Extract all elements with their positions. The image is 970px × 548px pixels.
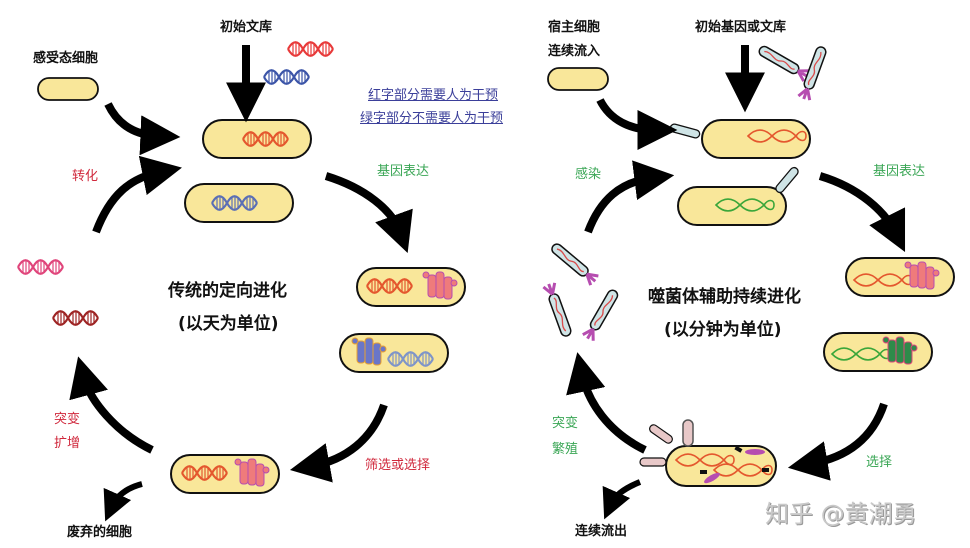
label-gene-expression-right: 基因表达: [873, 164, 926, 179]
phage-icon: [580, 286, 622, 344]
phage-icon: [547, 239, 601, 288]
label-discarded-cells: 废弃的细胞: [67, 525, 133, 540]
phage-attached-icon: [775, 166, 799, 194]
host-cell: [547, 67, 609, 91]
expressing-cell-red: [845, 257, 955, 297]
competent-cell: [37, 77, 99, 101]
phage-icon: [755, 42, 813, 84]
budding-phage-icon: [639, 457, 667, 467]
left-panel-subtitle: (以天为单位): [178, 314, 279, 334]
label-screening: 筛选或选择: [365, 458, 431, 473]
label-transformation: 转化: [72, 169, 99, 184]
arrow-mutation: [566, 352, 647, 454]
label-continuous-outflow: 连续流出: [575, 524, 628, 539]
label-continuous-inflow: 连续流入: [548, 44, 601, 59]
right-panel-subtitle: (以分钟为单位): [664, 320, 782, 340]
mutant-dna-pink-icon: [16, 259, 65, 275]
right-panel-title: 噬菌体辅助持续进化: [648, 287, 801, 307]
legend-red-note: 红字部分需要人为干预: [368, 88, 499, 103]
legend-green-note: 绿字部分不需要人为干预: [360, 111, 504, 126]
arrow-competent-to-cell: [104, 102, 181, 156]
label-amplification: 扩增: [54, 436, 81, 451]
library-dna-red-icon: [286, 41, 335, 57]
left-panel-title: 传统的定向进化: [168, 281, 287, 301]
label-mutation-right: 突变: [552, 416, 579, 431]
library-dna-blue-icon: [262, 69, 311, 85]
label-mutation: 突变: [54, 412, 81, 427]
label-initial-gene-library: 初始基因或文库: [695, 20, 787, 35]
arrow-discard: [103, 481, 143, 522]
arrow-gene-expression: [818, 172, 906, 253]
arrow-mutation: [69, 356, 154, 454]
arrow-selection: [787, 402, 888, 481]
arrow-inflow: [596, 98, 678, 150]
label-host-cells: 宿主细胞: [548, 20, 601, 35]
label-gene-expression: 基因表达: [377, 164, 430, 179]
arrow-outflow: [602, 479, 642, 520]
arrow-gene-expression: [324, 172, 413, 254]
arrow-infection: [584, 160, 675, 234]
label-propagation: 繁殖: [552, 442, 579, 457]
watermark: 知乎 @黄潮勇: [765, 500, 917, 528]
infected-cell-green: [677, 186, 787, 226]
phage-icon: [541, 280, 575, 340]
arrow-transformation: [92, 155, 182, 234]
budding-phage-icon: [682, 419, 694, 447]
phage-part-icon: [745, 449, 765, 455]
phage-part-icon: [700, 470, 707, 474]
label-selection: 选择: [866, 455, 893, 470]
transformed-cell-blue: [184, 183, 294, 223]
arrow-screening: [289, 403, 388, 483]
mutant-dna-darkred-icon: [51, 310, 100, 326]
budding-phage-icon: [649, 424, 673, 444]
label-infection: 感染: [575, 167, 602, 182]
label-competent-cells: 感受态细胞: [33, 51, 99, 66]
phage-part-icon: [734, 445, 743, 453]
phage-part-icon: [762, 468, 769, 472]
phage-part-icon: [704, 472, 720, 484]
phage-attached-icon: [669, 123, 701, 139]
label-initial-library: 初始文库: [220, 20, 273, 35]
